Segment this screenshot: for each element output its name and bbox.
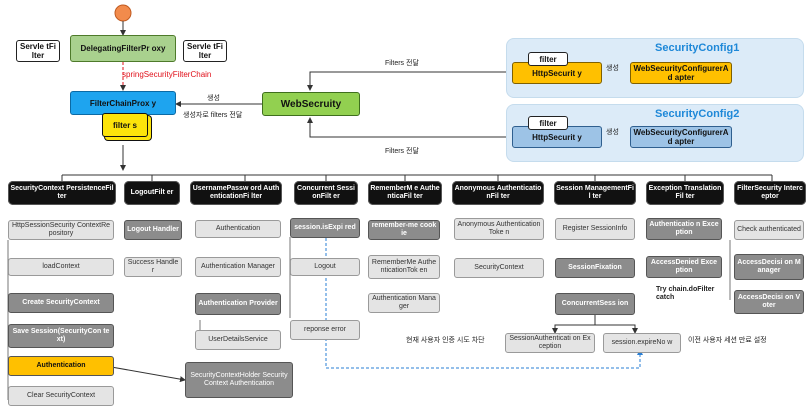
servlet-filter-right: Servle tFilter	[183, 40, 227, 62]
create-security-context: Create SecurityContext	[8, 293, 114, 313]
logout-handler: Logout Handler	[124, 220, 182, 240]
create-label: 생성	[207, 95, 220, 102]
try-do-filter-note: Try chain.doFilter catch	[656, 286, 715, 301]
spring-security-filter-chain-label: springSecurityFilterChain	[122, 70, 212, 79]
filters-pass-label-2: Filters 전달	[385, 148, 419, 155]
authentication-provider: Authentication Provider	[195, 293, 281, 315]
constructor-pass-label: 생성자로 filters 전달	[183, 112, 243, 119]
authentication-exception: Authenticatio n Exception	[646, 218, 722, 240]
remember-me-cookie: remember-me cookie	[368, 220, 440, 240]
security-context-holder: SecurityContextHolder SecurityContext Au…	[185, 362, 293, 398]
filter-logout: LogoutFilt er	[124, 181, 180, 205]
filter-tag-2: filter	[528, 116, 568, 130]
security-config1-title: SecurityConfig1	[655, 42, 740, 54]
create-label-2: 생성	[606, 129, 619, 136]
load-context: loadContext	[8, 258, 114, 276]
security-context-col6: SecurityContext	[454, 258, 544, 278]
start-node	[114, 4, 132, 22]
user-details-service: UserDetailsService	[195, 330, 281, 350]
security-config2-title: SecurityConfig2	[655, 108, 740, 120]
authentication-col3: Authentication	[195, 220, 281, 238]
session-fixation: SessionFixation	[555, 258, 635, 278]
authentication-manager-col3: Authentication Manager	[195, 257, 281, 277]
filters-stack: filter s	[102, 113, 148, 137]
access-denied-exception: AccessDenied Exception	[646, 256, 722, 278]
authentication-manager-col5: Authentication Manager	[368, 293, 440, 313]
websecurity-adapter-2: WebSecurityConfigurerAd apter	[630, 126, 732, 148]
authentication-object: Authentication	[8, 356, 114, 376]
response-error: reponse error	[290, 320, 360, 340]
delegating-filter-proxy: DelegatingFilterPr oxy	[70, 35, 176, 62]
clear-security-context: Clear SecurityContext	[8, 386, 114, 406]
concurrent-session: ConcurrentSess ion	[555, 293, 635, 315]
websecurity-box: WebSecruity	[262, 92, 360, 116]
success-handler: Success Handler	[124, 257, 182, 277]
logout-action: Logout	[290, 258, 360, 276]
session-is-expired: session.isExpi red	[290, 218, 360, 238]
filter-security-interceptor: FilterSecurity Interceptor	[734, 181, 806, 205]
websecurity-adapter-1: WebSecurityConfigurerAd apter	[630, 62, 732, 84]
filter-tag-1: filter	[528, 52, 568, 66]
servlet-filter-left: Servle tFilter	[16, 40, 60, 62]
filter-concurrent-session: Concurrent SessionFilt er	[294, 181, 358, 205]
session-authentication-exception: SessionAuthenticati on Exception	[505, 333, 595, 353]
check-authenticated: Check authenticated	[734, 220, 804, 240]
register-session-info: Register SessionInfo	[555, 218, 635, 240]
expire-previous-session-note: 이전 사용자 세션 만료 설정	[688, 337, 767, 344]
filter-session-management: Session ManagementFil ter	[554, 181, 636, 205]
filter-exception-translation: Exception TranslationFil ter	[646, 181, 724, 205]
filter-security-context-persistence: SecurityContext PersistenceFilter	[8, 181, 116, 205]
http-session-repository: HttpSessionSecurity ContextRepository	[8, 220, 114, 240]
create-label-1: 생성	[606, 65, 619, 72]
filter-anonymous: Anonymous AuthenticationFil ter	[452, 181, 544, 205]
filter-remember-me: RememberM e AuthenticaFil ter	[368, 181, 442, 205]
session-expire-now: session.expireNo w	[603, 333, 681, 353]
remember-me-token: RememberMe AuthenticationTok en	[368, 255, 440, 279]
save-session: Save Session(SecurityCon text)	[8, 324, 114, 348]
anonymous-token: Anonymous AuthenticationToke n	[454, 218, 544, 240]
filter-chain-proxy: FilterChainProx y	[70, 91, 176, 115]
filters-pass-label-1: Filters 전달	[385, 60, 419, 67]
filter-username-password: UsernamePassw ord AuthenticationFi lter	[190, 181, 282, 205]
access-decision-voter: AccessDecisi on Voter	[734, 290, 804, 314]
block-current-user-note: 현재 사용자 인증 시도 차단	[406, 337, 485, 344]
access-decision-manager: AccessDecisi on Manager	[734, 254, 804, 280]
